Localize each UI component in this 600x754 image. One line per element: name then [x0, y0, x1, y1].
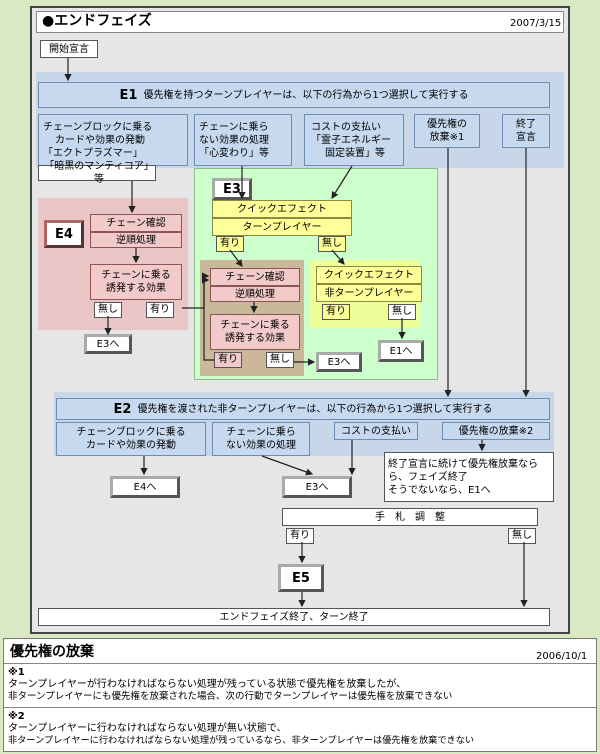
e3-chain-check: チェーン確認	[210, 268, 300, 286]
notes-divider-2	[4, 707, 596, 708]
e1-opt4-line2: 放棄※1	[429, 132, 465, 143]
header-bar	[36, 11, 564, 33]
e3-ce-l2: 誘発する効果	[225, 333, 285, 344]
e3-label: E3	[223, 181, 241, 197]
e1-option-chain-extra: 「暗黒のマンティコア」等	[38, 161, 156, 185]
e5-box: E5	[278, 564, 324, 592]
e3-turn-player: ターンプレイヤー	[212, 218, 352, 236]
e4-no: 無し	[94, 302, 122, 318]
e4-label: E4	[55, 226, 73, 242]
hand-adjust: 手 札 調 整	[282, 508, 538, 526]
e1-opt3-line3: 固定装置」等	[325, 147, 385, 159]
e4-reverse: 逆順処理	[90, 232, 182, 248]
notes-panel: 優先権の放棄 2006/10/1 ※1 ターンプレイヤーが行わなければならない処…	[3, 638, 597, 752]
e4-ce-l1: チェーンに乗る	[101, 270, 171, 281]
e3-ce-l1: チェーンに乗る	[220, 320, 290, 331]
end-box: エンドフェイズ終了、ターン終了	[38, 608, 550, 626]
e2-note-l2: ら、フェイズ終了	[388, 471, 468, 483]
e3-label-box: E3	[212, 178, 252, 200]
e3-non-turn-player: 非ターンプレイヤー	[316, 284, 422, 302]
e3-quick1: クイックエフェクト	[212, 200, 352, 218]
e3-reverse: 逆順処理	[210, 286, 300, 302]
e1-opt1-line3: 「エクトプラズマー」	[43, 147, 143, 159]
note1-mark: ※1	[8, 667, 25, 678]
e3-no-1: 無し	[318, 236, 346, 252]
e1-opt2-line1: チェーンに乗ら	[199, 121, 269, 133]
e1-option-cost: コストの支払い 「霊子エネルギー 固定装置」等	[304, 114, 404, 166]
hand-yes: 有り	[286, 528, 314, 544]
e3-yes-1: 有り	[216, 236, 244, 252]
e2-label: E2	[113, 401, 132, 417]
e3-no-2: 無し	[266, 352, 294, 368]
e2-to-e4: E4へ	[110, 476, 180, 498]
e2-opt2-l1: チェーンに乗ら	[226, 427, 296, 438]
e1-opt1-line2: カードや効果の発動	[55, 134, 145, 146]
e1-opt1-line1: チェーンブロックに乗る	[43, 121, 153, 133]
e2-end-note: 終了宣言に続けて優先権放棄なら ら、フェイズ終了 そうでないなら、E1へ	[384, 452, 554, 502]
e1-header: E1 優先権を持つターンプレイヤーは、以下の行為から1つ選択して実行する	[38, 82, 550, 108]
e1-label: E1	[119, 87, 138, 103]
e2-opt1-l2: カードや効果の発動	[86, 440, 176, 451]
e1-opt3-line1: コストの支払い	[311, 121, 381, 133]
e1-option-pass: 優先権の 放棄※1	[414, 114, 480, 148]
e2-header: E2 優先権を渡された非ターンプレイヤーは、以下の行為から1つ選択して実行する	[56, 398, 550, 420]
e1-opt4-line1: 優先権の	[427, 119, 467, 130]
e2-to-e3: E3へ	[282, 476, 352, 498]
e4-label-box: E4	[44, 220, 84, 248]
e3-yes-3: 有り	[322, 304, 350, 320]
note2-mark: ※2	[8, 711, 25, 722]
e5-label: E5	[292, 570, 310, 586]
e4-ce-l2: 誘発する効果	[106, 283, 166, 294]
e3-quick2: クイックエフェクト	[316, 266, 422, 284]
e1-option-nonchain: チェーンに乗ら ない効果の処理 「心変わり」等	[194, 114, 292, 166]
e4-chain-effect: チェーンに乗る 誘発する効果	[90, 264, 182, 300]
flowchart-panel: ●エンドフェイズ 2007/3/15 開始宣言 E1 優先権を持つターンプレイヤ…	[30, 6, 570, 634]
e1-opt2-line3: 「心変わり」等	[199, 147, 269, 159]
e2-opt2-l2: ない効果の処理	[226, 440, 296, 451]
e1-opt3-line2: 「霊子エネルギー	[311, 134, 391, 146]
e2-option-chain: チェーンブロックに乗る カードや効果の発動	[56, 422, 206, 456]
e3-yes-2: 有り	[214, 352, 242, 368]
page-title: ●エンドフェイズ	[42, 13, 152, 29]
e1-opt2-line2: ない効果の処理	[199, 134, 269, 146]
e3-to-e1: E1へ	[378, 340, 424, 362]
e2-option-cost: コストの支払い	[334, 422, 418, 440]
e3-chain-effect: チェーンに乗る 誘発する効果	[210, 314, 300, 350]
note1-line1: ターンプレイヤーが行わなければならない処理が残っている状態で優先権を放棄したが、	[8, 679, 407, 690]
start-box: 開始宣言	[40, 40, 98, 58]
note2-line2: 非ターンプレイヤーに行わなければならない処理が残っているなら、非ターンプレイヤー…	[8, 735, 475, 746]
e1-option-chain: チェーンブロックに乗る カードや効果の発動 「エクトプラズマー」	[38, 114, 188, 166]
header-date: 2007/3/15	[510, 18, 562, 29]
e2-opt1-l1: チェーンブロックに乗る	[76, 427, 186, 438]
e2-option-pass: 優先権の放棄※2	[442, 422, 550, 440]
e3-to-e3: E3へ	[316, 352, 362, 372]
notes-divider-1	[4, 663, 596, 664]
e3-no-3: 無し	[388, 304, 416, 320]
e4-chain-check: チェーン確認	[90, 214, 182, 232]
e1-desc: 優先権を持つターンプレイヤーは、以下の行為から1つ選択して実行する	[143, 89, 469, 101]
e2-note-l1: 終了宣言に続けて優先権放棄なら	[388, 458, 538, 470]
notes-date: 2006/10/1	[536, 651, 588, 662]
e1-opt5-line2: 宣言	[516, 132, 536, 143]
e2-desc: 優先権を渡された非ターンプレイヤーは、以下の行為から1つ選択して実行する	[137, 403, 493, 415]
e4-yes: 有り	[146, 302, 174, 318]
notes-title: 優先権の放棄	[10, 644, 94, 660]
hand-no: 無し	[508, 528, 536, 544]
note1-line2: 非ターンプレイヤーにも優先権を放棄された場合、次の行動でターンプレイヤーは優先権…	[8, 691, 453, 702]
note2-line1: ターンプレイヤーに行わなければならない処理が無い状態で、	[8, 723, 287, 734]
e1-opt5-line1: 終了	[516, 119, 536, 130]
e1-option-end: 終了 宣言	[502, 114, 550, 148]
e2-note-l3: そうでないなら、E1へ	[388, 484, 491, 496]
arrow-e2-e3	[261, 455, 314, 476]
e2-option-nonchain: チェーンに乗ら ない効果の処理	[212, 422, 310, 456]
e4-to-e3: E3へ	[84, 334, 132, 354]
